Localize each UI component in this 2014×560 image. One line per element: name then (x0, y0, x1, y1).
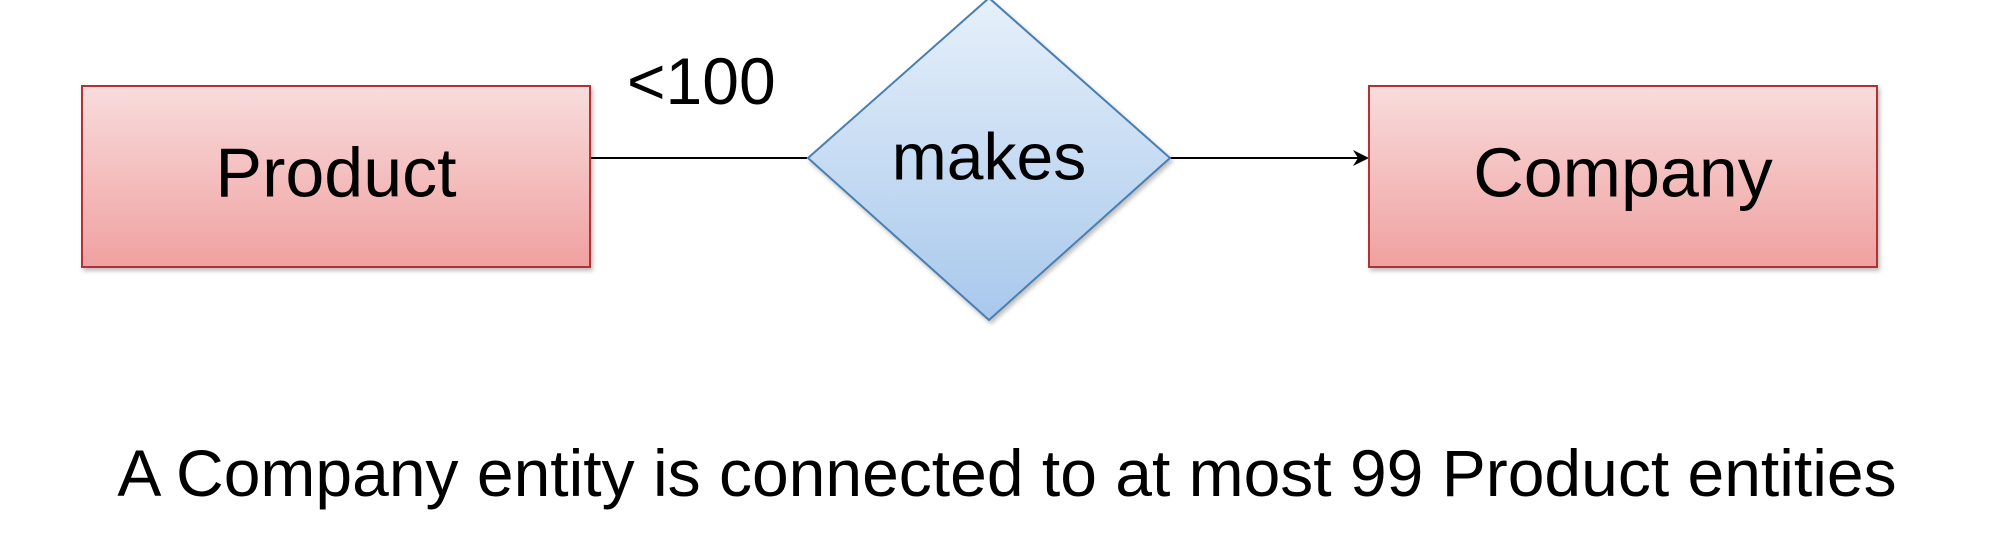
entity-company-box (1368, 85, 1878, 268)
entity-company: Company (1368, 85, 1878, 268)
entity-company-label: Company (1473, 133, 1773, 211)
relationship-makes-diamond (806, 0, 1172, 322)
entity-product-box (81, 85, 591, 268)
relationship-makes: makes (806, 0, 1172, 322)
entity-product: Product (81, 85, 591, 268)
relationship-makes-label: makes (892, 119, 1086, 193)
entity-product-label: Product (215, 133, 456, 211)
caption: A Company entity is connected to at most… (117, 436, 1897, 510)
cardinality-label: <100 (627, 44, 776, 118)
